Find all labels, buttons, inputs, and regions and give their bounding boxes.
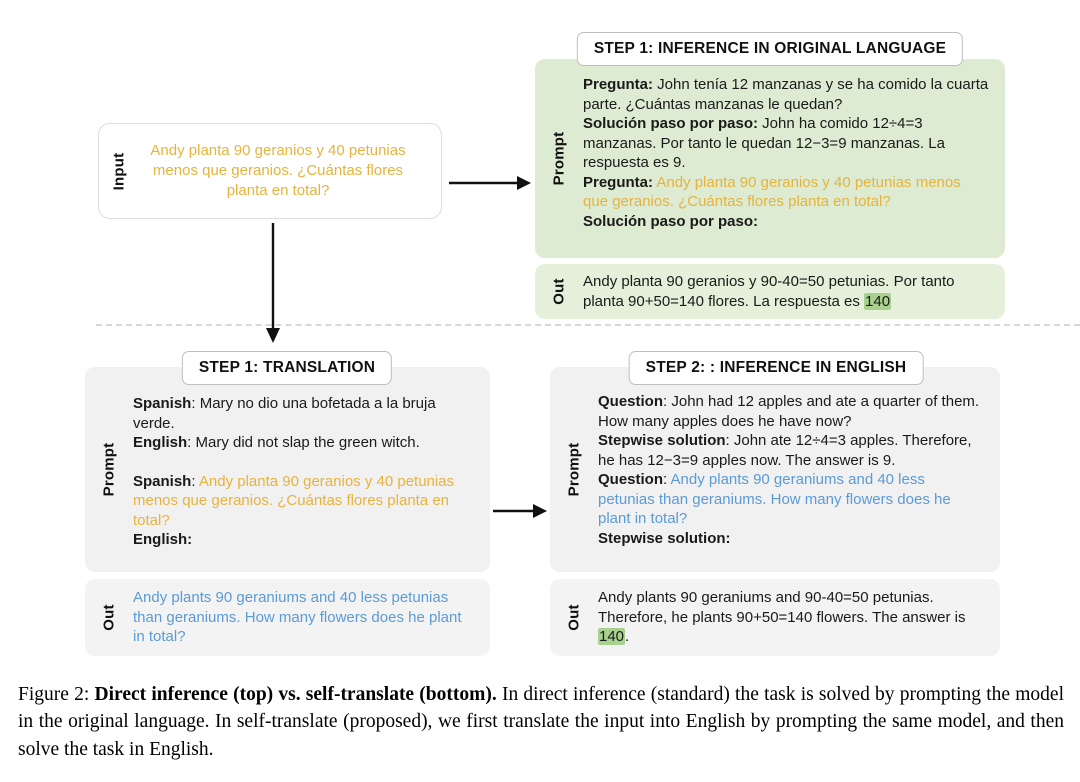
arrow-right-icon	[449, 176, 531, 190]
english-out-side-label: Out	[554, 579, 594, 656]
stepwise-1-line: Stepwise solution: John ate 12÷4=3 apple…	[598, 431, 984, 470]
solucion-1-line: Solución paso por paso: John ha comido 1…	[583, 114, 989, 173]
question-2-text: Andy plants 90 geraniums and 40 less pet…	[598, 471, 951, 527]
input-side-label: Input	[99, 152, 139, 190]
stepwise-2-label: Stepwise solution:	[598, 529, 731, 547]
input-text: Andy planta 90 geranios y 40 petunias me…	[150, 141, 406, 200]
spanish-1-line: Spanish: Mary no dio una bofetada a la b…	[133, 394, 474, 433]
translation-prompt-panel: Prompt Spanish: Mary no dio una bofetada…	[85, 367, 490, 572]
translation-out-line: Andy plants 90 geraniums and 40 less pet…	[133, 589, 462, 646]
pregunta-1-label: Pregunta:	[583, 76, 654, 93]
spanish-2-text: Andy planta 90 geranios y 40 petunias me…	[133, 472, 455, 529]
stepwise-2-line: Stepwise solution:	[598, 529, 984, 549]
english-out-line: Andy plants 90 geraniums and 90-40=50 pe…	[598, 588, 984, 647]
english-out-panel: Out Andy plants 90 geraniums and 90-40=5…	[550, 579, 1000, 656]
question-2-label: Question	[598, 471, 664, 488]
spanish-1-label: Spanish	[133, 395, 192, 412]
translation-prompt-side-label: Prompt	[89, 367, 129, 572]
out-label: Out	[550, 278, 568, 305]
stepwise-1-text: : John ate 12÷4=3 apples. Therefore, he …	[598, 432, 972, 469]
caption-text: In direct inference (standard) the task …	[18, 684, 1064, 760]
dashed-divider	[96, 324, 1080, 326]
question-1-text: : John had 12 apples and ate a quarter o…	[598, 393, 980, 430]
question-1-line: Question: John had 12 apples and ate a q…	[598, 392, 984, 431]
prompt-label: Prompt	[565, 442, 583, 497]
spanish-2-label: Spanish	[133, 472, 192, 490]
caption-figure-label: Figure 2:	[18, 684, 95, 705]
pregunta-2-label: Pregunta:	[583, 173, 654, 191]
english-prompt-panel: Prompt Question: John had 12 apples and …	[550, 367, 1000, 572]
spanish-2-line: Spanish: Andy planta 90 geranios y 40 pe…	[133, 472, 474, 531]
english-1-label: English	[133, 434, 188, 451]
step2-english-title: STEP 2: : INFERENCE IN ENGLISH	[628, 351, 924, 385]
answer-highlight: 140	[598, 628, 626, 646]
figure-caption: Figure 2: Direct inference (top) vs. sel…	[18, 681, 1064, 763]
translation-out-text: Andy plants 90 geraniums and 40 less pet…	[133, 579, 474, 656]
step1-translation-title: STEP 1: TRANSLATION	[181, 351, 393, 385]
step1-original-title: STEP 1: INFERENCE IN ORIGINAL LANGUAGE	[576, 32, 964, 66]
pregunta-1-text: John tenía 12 manzanas y se ha comido la…	[583, 76, 989, 113]
question-2-sep: :	[663, 471, 671, 488]
original-out-body: Andy planta 90 geranios y 90-40=50 petun…	[583, 273, 955, 310]
caption-bold: Direct inference (top) vs. self-translat…	[94, 684, 497, 705]
english-prompt-side-label: Prompt	[554, 367, 594, 572]
english-out-body: Andy plants 90 geraniums and 90-40=50 pe…	[598, 589, 966, 626]
pregunta-2-text: Andy planta 90 geranios y 40 petunias me…	[583, 173, 961, 211]
solucion-1-text: John ha comido 12÷4=3 manzanas. Por tant…	[583, 115, 945, 171]
english-out-period: .	[625, 628, 630, 646]
solucion-1-label: Solución paso por paso:	[583, 115, 759, 132]
out-label: Out	[100, 604, 118, 631]
arrow-right-icon	[493, 504, 547, 518]
english-1-text: : Mary did not slap the green witch.	[187, 434, 420, 451]
question-2-line: Question: Andy plants 90 geraniums and 4…	[598, 470, 984, 529]
spanish-2-sep: :	[191, 472, 199, 490]
input-label: Input	[110, 152, 128, 190]
original-out-line: Andy planta 90 geranios y 90-40=50 petun…	[583, 272, 989, 311]
english-2-line: English:	[133, 530, 474, 550]
stepwise-1-label: Stepwise solution	[598, 432, 726, 449]
input-box: Input Andy planta 90 geranios y 40 petun…	[98, 123, 442, 219]
english-1-line: English: Mary did not slap the green wit…	[133, 433, 474, 453]
prompt-label: Prompt	[550, 131, 568, 186]
original-prompt-side-label: Prompt	[539, 59, 579, 258]
solucion-2-label: Solución paso por paso:	[583, 212, 759, 230]
original-prompt-panel: Prompt Pregunta: John tenía 12 manzanas …	[535, 59, 1005, 258]
translation-out-side-label: Out	[89, 579, 129, 656]
answer-highlight: 140	[864, 292, 892, 310]
question-1-label: Question	[598, 393, 664, 410]
pregunta-1-line: Pregunta: John tenía 12 manzanas y se ha…	[583, 75, 989, 114]
original-out-side-label: Out	[539, 264, 579, 319]
english-out-text: Andy plants 90 geraniums and 90-40=50 pe…	[598, 579, 984, 656]
solucion-2-line: Solución paso por paso:	[583, 212, 989, 232]
prompt-label: Prompt	[100, 442, 118, 497]
out-label: Out	[565, 604, 583, 631]
original-out-text: Andy planta 90 geranios y 90-40=50 petun…	[583, 264, 989, 319]
spanish-1-text: : Mary no dio una bofetada a la bruja ve…	[133, 395, 436, 432]
pregunta-2-line: Pregunta: Andy planta 90 geranios y 40 p…	[583, 173, 989, 212]
english-2-label: English:	[133, 531, 193, 548]
original-prompt-text: Pregunta: John tenía 12 manzanas y se ha…	[583, 75, 989, 258]
translation-out-panel: Out Andy plants 90 geraniums and 40 less…	[85, 579, 490, 656]
original-out-panel: Out Andy planta 90 geranios y 90-40=50 p…	[535, 264, 1005, 319]
english-prompt-text: Question: John had 12 apples and ate a q…	[598, 392, 984, 572]
arrow-down-icon	[266, 223, 280, 343]
translation-prompt-text: Spanish: Mary no dio una bofetada a la b…	[133, 394, 474, 572]
